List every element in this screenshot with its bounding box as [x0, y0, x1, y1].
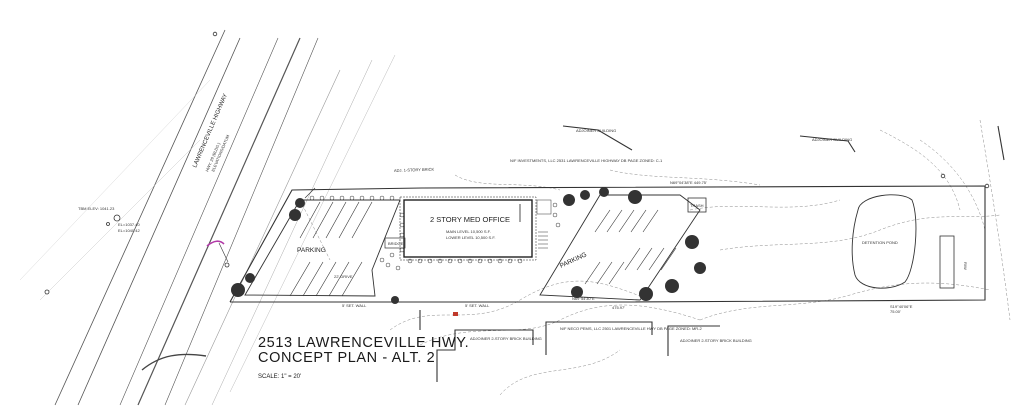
bridge: [384, 237, 406, 249]
pole-label-3: EL=1040.42: [118, 228, 140, 233]
title-plan: CONCEPT PLAN - ALT. 2: [258, 350, 436, 366]
title-block: 2513 LAWRENCEVILLE HWY. CONCEPT PLAN - A…: [258, 335, 470, 381]
bridge-label: BRIDGE: [388, 241, 404, 246]
survey-points: [44, 31, 990, 295]
east-structure: [939, 235, 955, 289]
tree: [685, 235, 699, 249]
adjoiner-buildings-top: [562, 125, 1005, 161]
bearing-top: N69°04'38"E 449.75': [670, 180, 707, 185]
tree: [571, 286, 583, 298]
trash-label: TRASH: [690, 203, 704, 208]
bearing-east: S19°40'06"E: [890, 304, 913, 309]
parking-west-label: PARKING: [297, 247, 326, 254]
bearing-bottom-1: N69°54'30"E: [572, 296, 595, 301]
set-wall-label-2: 5' SET. WALL: [465, 303, 490, 308]
adjoiner-north: ADJ. 1-STORY BRICK: [394, 167, 435, 173]
owner-north: N/F INVESTMENTS, LLC 2531 LAWRENCEVILLE …: [510, 158, 663, 163]
scale-label: SCALE: 1" = 20': [258, 374, 302, 380]
tree: [391, 296, 399, 304]
arc-curb: [141, 353, 207, 371]
adjoiner-buildings-bottom: [419, 310, 720, 382]
building-label: 2 STORY MED OFFICE: [430, 215, 510, 224]
bearing-east-2: 75.00': [890, 309, 901, 314]
bearing-bottom-2: 475.97': [612, 305, 625, 310]
tree: [295, 198, 305, 208]
highway-lines: [19, 29, 396, 406]
building-level-1: MAIN LEVEL 10,500 S.F.: [446, 229, 491, 234]
red-marker: [453, 312, 458, 316]
tree: [628, 190, 642, 204]
adjoiner-south-1: ADJOINER 2-STORY BRICK BUILDING: [470, 336, 542, 341]
detention-pond-label: DETENTION POND: [862, 240, 898, 245]
parking-east-label: PARKING: [559, 251, 588, 270]
detention-pond: [851, 194, 917, 289]
tree: [580, 190, 590, 200]
drive-label: 22' DRIVE: [334, 274, 353, 279]
row-accent-arc: [206, 240, 225, 247]
building-level-2: LOWER LEVEL 10,500 S.F.: [446, 235, 495, 240]
tree: [599, 187, 609, 197]
adjoiner-south-3: ADJOINER 2-STORY BRICK BUILDING: [680, 338, 752, 343]
trees: [231, 187, 706, 304]
tree: [665, 279, 679, 293]
contour-lines: [299, 119, 1011, 396]
adjoiner-top-1: ADJOINER BUILDING: [576, 128, 616, 133]
tree: [231, 283, 245, 297]
pole-label-1: TBM ELEV: 1041.23: [78, 206, 115, 211]
parking-lot-west: [244, 187, 401, 297]
tree: [639, 287, 653, 301]
row-label: R/W: [963, 262, 968, 270]
pole-label-2: EL=1037.40: [118, 222, 140, 227]
tree: [563, 194, 575, 206]
tree: [694, 262, 706, 274]
adjoiner-south-2: N/F NECO PEMS, LLC 2501 LAWRENCEVILLE HW…: [560, 326, 703, 331]
planter-dots: [309, 195, 561, 271]
parking-lot-east: [539, 194, 707, 301]
row-leader: [218, 242, 229, 263]
title-address: 2513 LAWRENCEVILLE HWY.: [258, 335, 470, 351]
tree: [289, 209, 301, 221]
adjoiner-top-2: ADJOINER BUILDING: [812, 137, 852, 142]
set-wall-label-1: 5' SET. WALL: [342, 303, 367, 308]
stairs: [536, 199, 552, 249]
tree: [245, 273, 255, 283]
